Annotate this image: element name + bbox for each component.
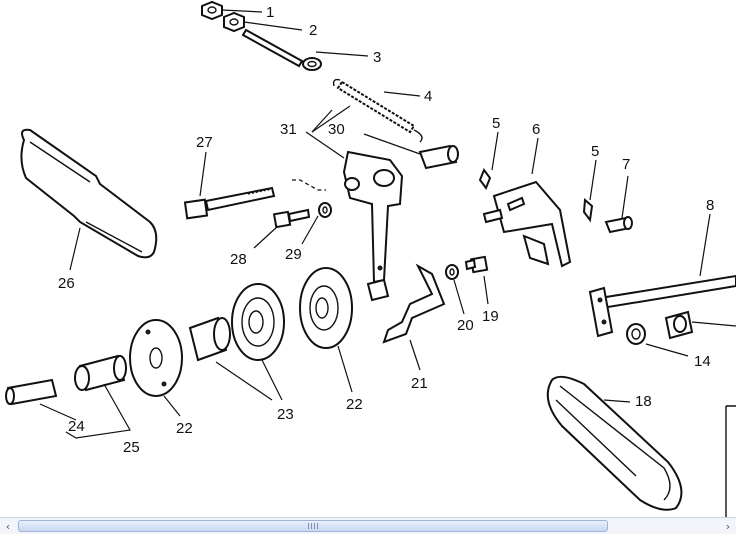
horizontal-scrollbar[interactable]: ‹ › (0, 517, 736, 534)
part-shaft-24 (5, 378, 58, 406)
part-nut-2 (223, 11, 245, 33)
scrollbar-thumb[interactable] (18, 520, 608, 532)
part-shaft-8 (588, 274, 736, 338)
callout-29: 29 (285, 246, 302, 263)
part-bracket-21 (382, 263, 446, 344)
part-pulley-22a (129, 319, 183, 397)
callout-19: 19 (482, 308, 499, 325)
part-eye-bolt-3 (241, 28, 322, 71)
part-idler-arm-31 (342, 150, 404, 302)
part-pulley-23 (231, 283, 285, 361)
part-pulley-22b (299, 267, 353, 349)
callout-6: 6 (532, 121, 540, 138)
callout-31: 31 (280, 121, 297, 138)
callout-1: 1 (266, 4, 274, 21)
callout-5a: 5 (492, 115, 500, 132)
part-bolt-19 (464, 255, 489, 274)
parts-diagram: 1 2 3 4 5 6 5 7 8 14 18 19 20 21 22 22 2… (5, 0, 736, 517)
callout-3: 3 (373, 49, 381, 66)
part-bushing-14 (626, 323, 646, 345)
callout-22b: 22 (346, 396, 363, 413)
part-hub-25 (74, 354, 127, 392)
callout-23: 23 (277, 406, 294, 423)
chevron-right-icon[interactable]: › (725, 519, 731, 533)
partial-panel (725, 405, 736, 517)
part-spring-4 (332, 78, 423, 143)
callout-7: 7 (622, 156, 630, 173)
callout-27: 27 (196, 134, 213, 151)
callout-22a: 22 (176, 420, 193, 437)
callout-5b: 5 (591, 143, 599, 160)
part-cotter-pin-5b (582, 197, 594, 223)
callout-30: 30 (328, 121, 345, 138)
callout-26: 26 (58, 275, 75, 292)
part-washer-29 (318, 202, 332, 218)
callout-18: 18 (635, 393, 652, 410)
callout-14: 14 (694, 353, 711, 370)
part-bracket-6 (482, 180, 572, 268)
callout-21: 21 (411, 375, 428, 392)
callout-25: 25 (123, 439, 140, 456)
chevron-left-icon[interactable]: ‹ (5, 519, 11, 533)
part-spacer-23 (188, 316, 231, 362)
part-bushing-30 (418, 144, 459, 170)
callout-2: 2 (309, 22, 317, 39)
part-washer-20 (445, 264, 459, 280)
part-nut-1 (201, 0, 223, 21)
part-collar (664, 310, 736, 340)
part-cotter-pin-5a (478, 167, 492, 191)
leader-lines (39, 9, 711, 439)
dashed-assembly-line (292, 179, 326, 191)
callout-20: 20 (457, 317, 474, 334)
callout-8: 8 (706, 197, 714, 214)
part-bolt-27 (183, 186, 276, 220)
grip-icon (308, 523, 318, 529)
part-belt-26 (20, 128, 158, 259)
callout-28: 28 (230, 251, 247, 268)
callout-24: 24 (68, 418, 85, 435)
part-bolt-28 (272, 208, 311, 229)
callout-4: 4 (424, 88, 432, 105)
part-belt-18 (546, 375, 683, 511)
part-pin-7 (604, 216, 633, 234)
